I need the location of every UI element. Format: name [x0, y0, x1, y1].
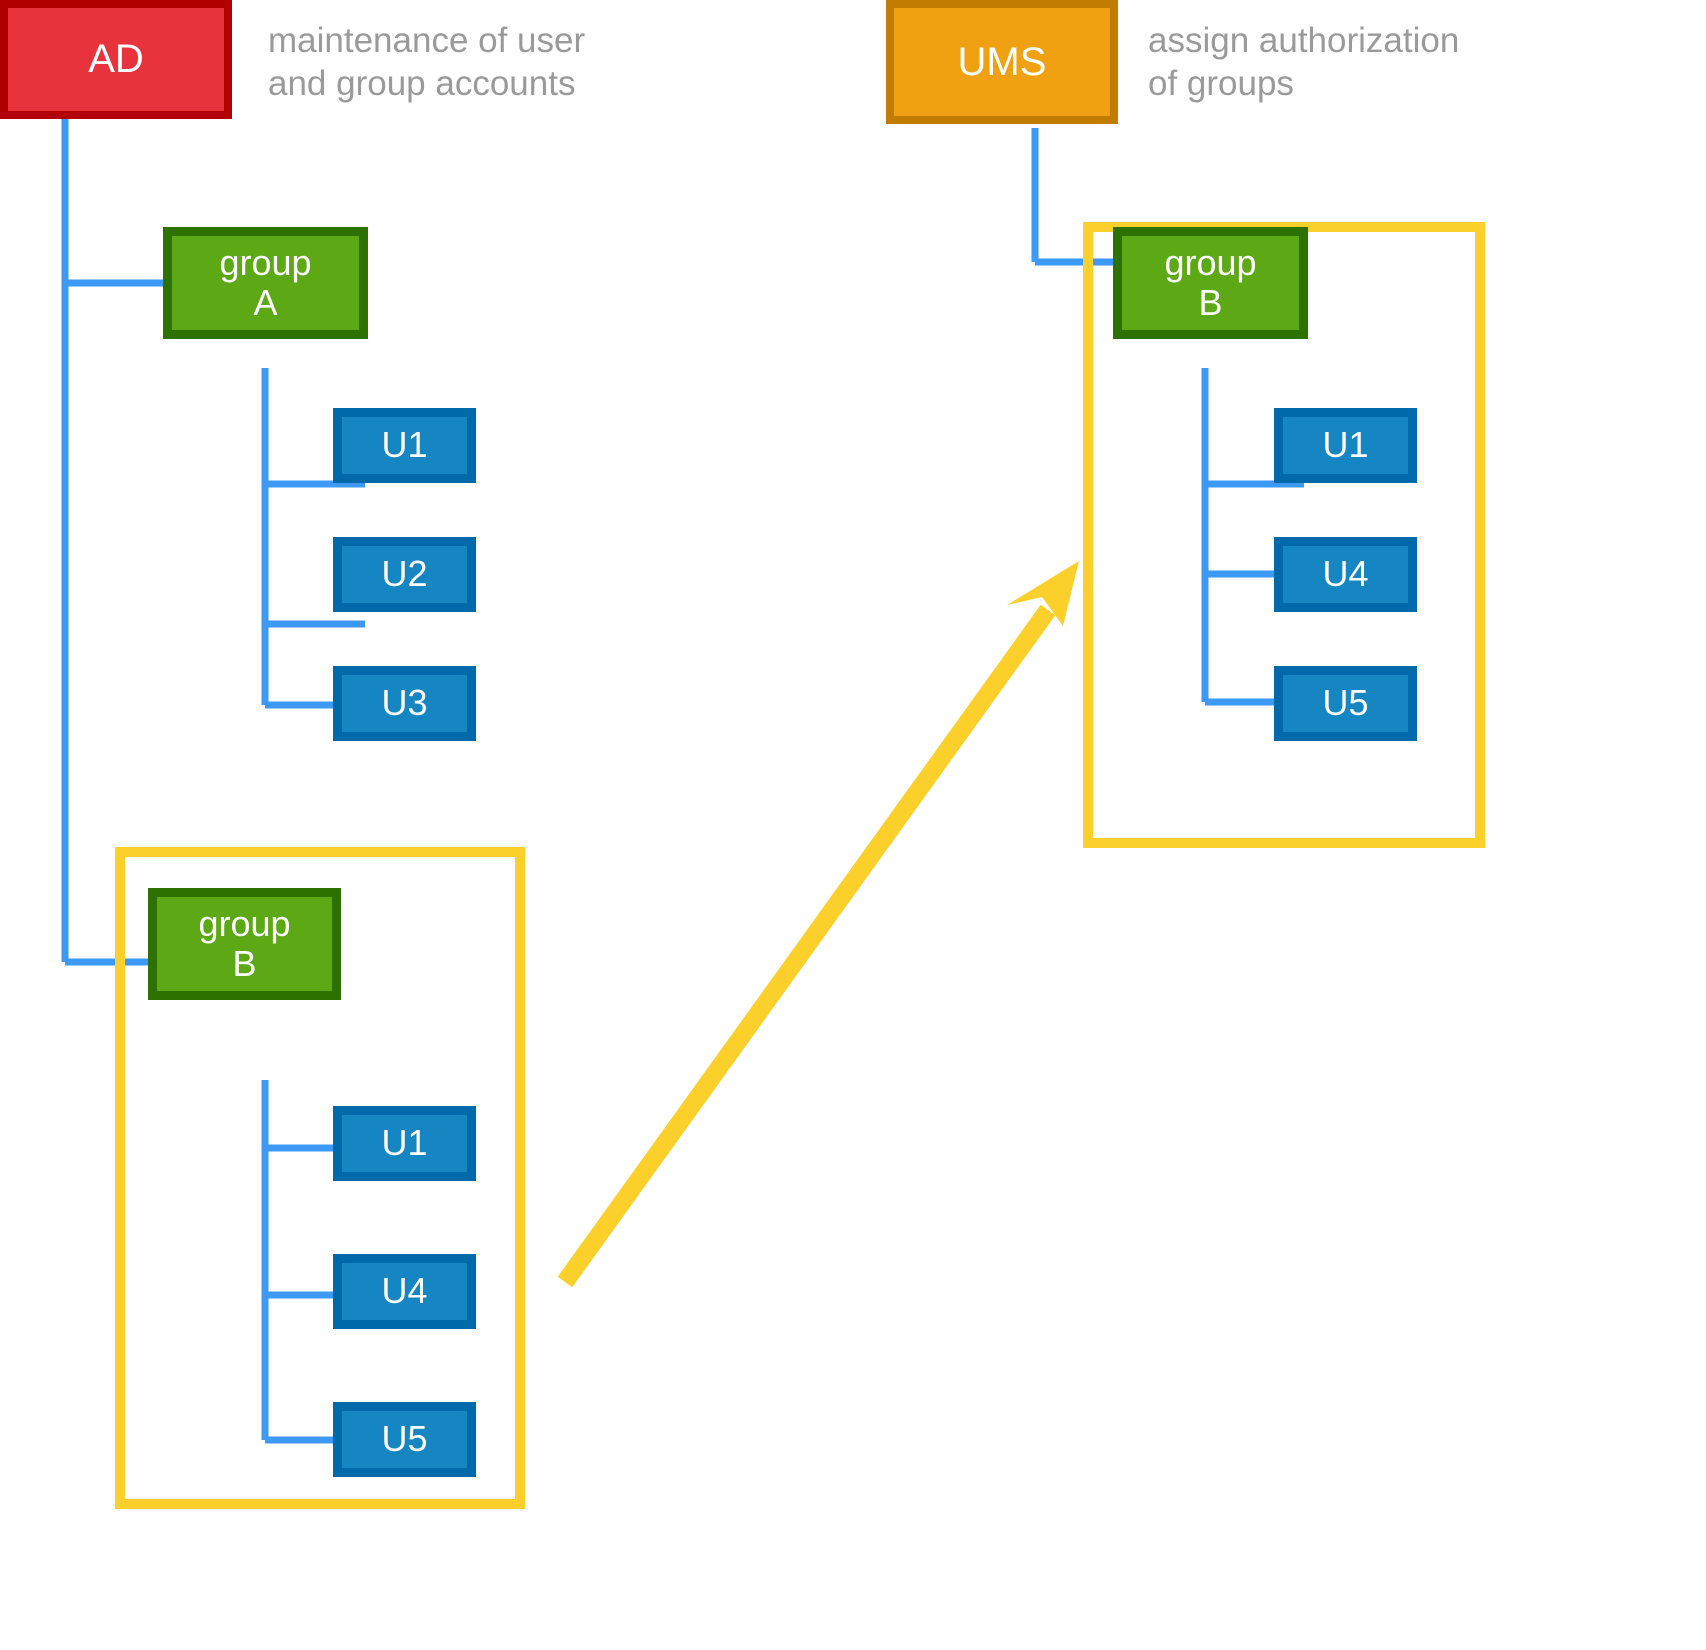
mapping-arrow: [557, 561, 1079, 1288]
node-user-ad-group-b-u1[interactable]: U1: [333, 1106, 476, 1181]
node-user-label: U4: [381, 1270, 428, 1312]
annotation-ad: maintenance of user and group accounts: [268, 21, 586, 103]
node-group-ums-group-b-label: group B: [1164, 241, 1257, 323]
node-ad-label: AD: [88, 37, 144, 82]
node-user-label: U5: [1322, 682, 1369, 724]
node-user-ad-group-b-u5[interactable]: U5: [333, 1402, 476, 1477]
node-user-label: U1: [1322, 424, 1369, 466]
node-user-ums-group-b-u4[interactable]: U4: [1274, 537, 1417, 612]
node-user-label: U1: [381, 1122, 428, 1164]
node-user-ad-group-a-u3[interactable]: U3: [333, 666, 476, 741]
node-user-ums-group-b-u5[interactable]: U5: [1274, 666, 1417, 741]
node-group-ad-group-b-label: group B: [198, 902, 291, 984]
node-user-ums-group-b-u1[interactable]: U1: [1274, 408, 1417, 483]
node-ums[interactable]: UMS: [886, 0, 1118, 124]
node-user-label: U5: [381, 1418, 428, 1460]
node-user-ad-group-b-u4[interactable]: U4: [333, 1254, 476, 1329]
node-ad[interactable]: AD: [0, 0, 232, 119]
node-group-ad-group-b[interactable]: group B: [148, 888, 341, 1000]
node-ums-label: UMS: [957, 39, 1047, 84]
node-user-ad-group-a-u1[interactable]: U1: [333, 408, 476, 483]
node-group-ums-group-b[interactable]: group B: [1113, 227, 1308, 339]
node-group-ad-group-a-label: group A: [219, 241, 312, 323]
node-group-ad-group-a[interactable]: group A: [163, 227, 368, 339]
node-user-label: U3: [381, 682, 428, 724]
node-user-label: U4: [1322, 553, 1369, 595]
node-user-label: U2: [381, 553, 428, 595]
annotation-ums: assign authorization of groups: [1148, 21, 1460, 103]
scope-box-ad-group-b[interactable]: [115, 847, 525, 1509]
node-user-ad-group-a-u2[interactable]: U2: [333, 537, 476, 612]
node-user-label: U1: [381, 424, 428, 466]
